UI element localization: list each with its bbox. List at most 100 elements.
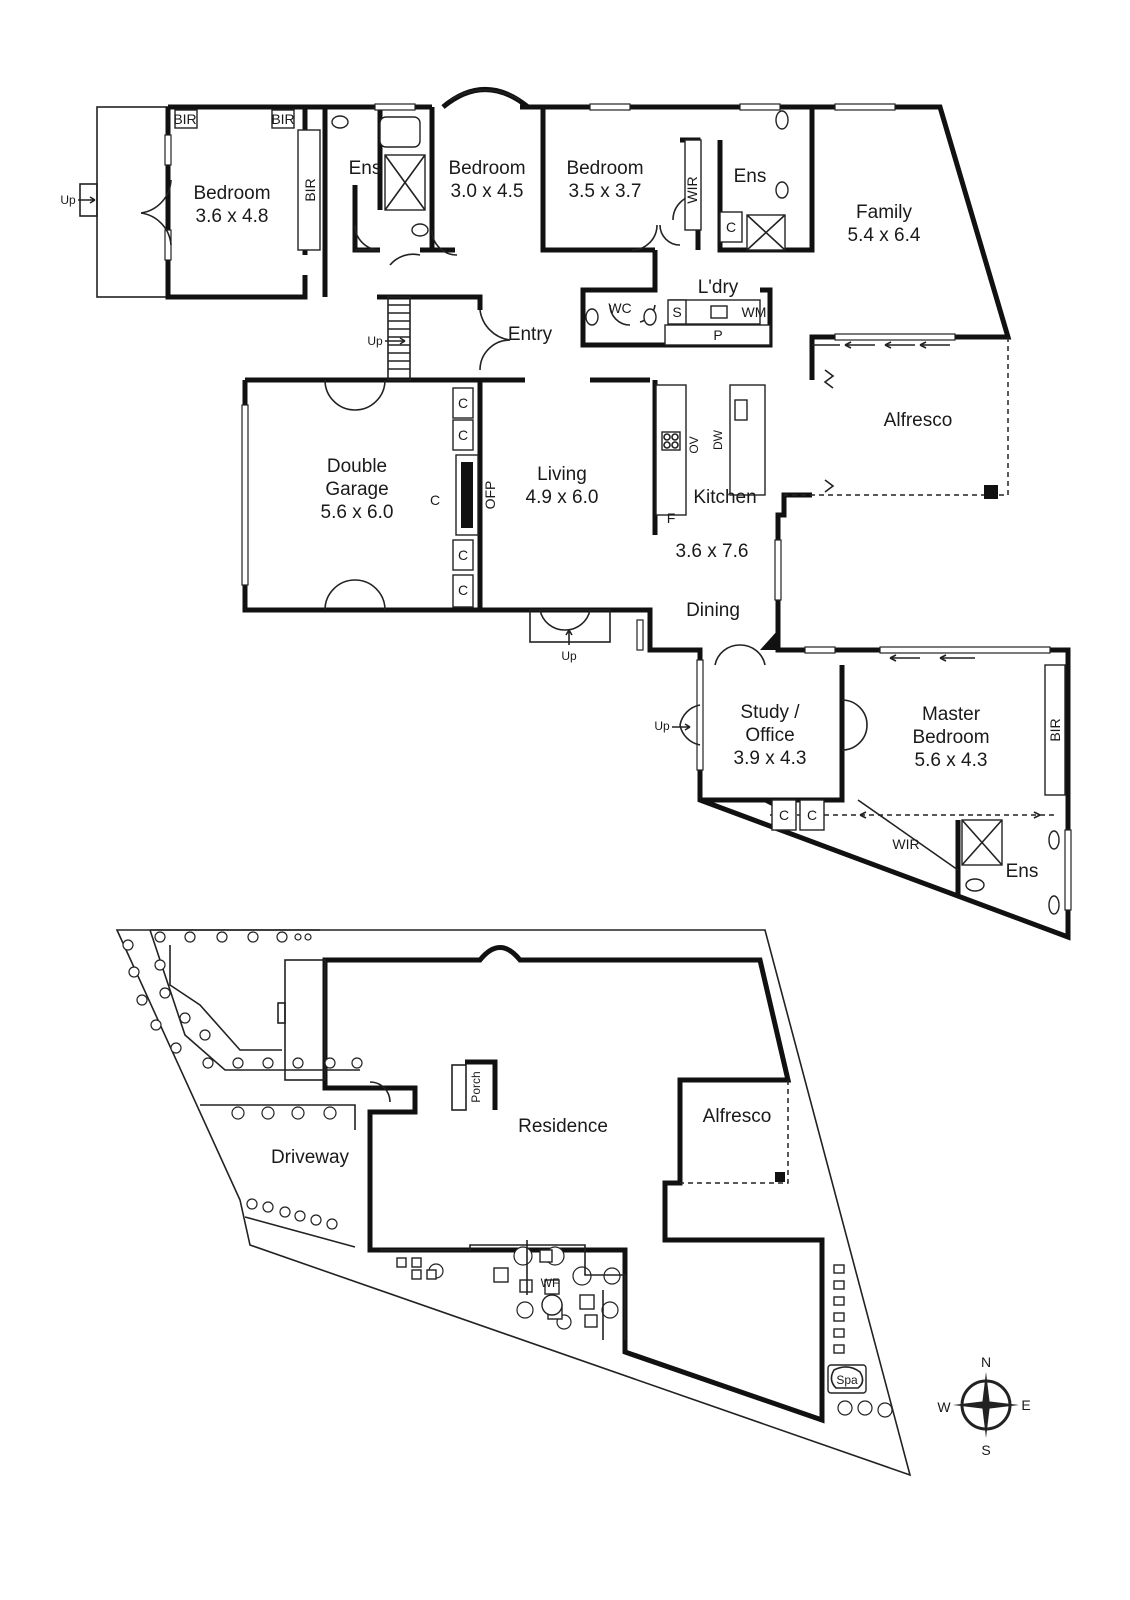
kitchen-walls xyxy=(480,377,658,535)
window xyxy=(164,134,172,166)
ens-label: Ens xyxy=(1006,861,1039,882)
fixtures xyxy=(174,109,1066,915)
up-label: Up xyxy=(654,719,670,733)
cupboard-label: C xyxy=(726,219,736,235)
room-size: 5.4 x 6.4 xyxy=(848,225,921,246)
cupboard-label: C xyxy=(458,395,468,411)
up-arrow xyxy=(565,629,573,645)
room-label: Bedroom xyxy=(448,158,525,179)
room-size: 3.0 x 4.5 xyxy=(451,181,524,202)
wf-label: WF xyxy=(541,1276,560,1290)
cupboard-label: C xyxy=(458,427,468,443)
room-label: Bedroom xyxy=(193,183,270,204)
compass: N S E W xyxy=(937,1354,1030,1458)
room-label: Double xyxy=(327,456,387,477)
garage-window xyxy=(241,404,249,586)
cupboard-label: C xyxy=(458,547,468,563)
garden-edge xyxy=(244,1216,356,1248)
trees xyxy=(122,931,893,1418)
dining-label: Dining xyxy=(686,600,740,621)
cupboard-label: C xyxy=(779,807,789,823)
bir-label: BIR xyxy=(271,111,294,127)
stepping-stones xyxy=(833,1264,845,1354)
room-size: 3.9 x 4.3 xyxy=(734,748,807,769)
window xyxy=(804,646,836,654)
spa-label: Spa xyxy=(836,1373,858,1387)
door-swings xyxy=(140,179,868,751)
side-structure xyxy=(284,959,326,1081)
site-alfresco-dash xyxy=(680,1080,789,1184)
ens-label: Ens xyxy=(734,166,767,187)
ens-label: Ens xyxy=(349,158,382,179)
window xyxy=(589,103,631,111)
compass-n: N xyxy=(981,1354,991,1370)
lot-boundary xyxy=(115,929,912,1477)
site-plan: Residence Driveway Alfresco Porch Spa WF xyxy=(115,929,912,1477)
compass-w: W xyxy=(937,1399,951,1415)
wc-label: WC xyxy=(608,300,631,316)
compass-needle xyxy=(953,1401,1019,1409)
porch-wall xyxy=(465,1059,498,1110)
room-label: Kitchen xyxy=(693,487,756,508)
window xyxy=(774,539,782,601)
room-label: Master xyxy=(922,704,981,725)
site-alfresco-label: Alfresco xyxy=(703,1106,772,1127)
garden-edge xyxy=(149,929,360,1130)
fridge-label: F xyxy=(667,510,676,526)
ov-label: OV xyxy=(687,436,701,453)
up-arrow xyxy=(78,196,96,204)
wir-label: WIR xyxy=(892,836,919,852)
up-arrow xyxy=(672,723,691,731)
wm-label: WM xyxy=(742,304,767,320)
room-label: Bedroom xyxy=(912,727,989,748)
up-label: Up xyxy=(60,193,76,207)
up-label: Up xyxy=(561,649,577,663)
wall-entry-top xyxy=(377,294,483,310)
pantry-label: P xyxy=(713,327,722,343)
bay-window-inner xyxy=(449,89,521,101)
room-label: Living xyxy=(537,464,587,485)
alfresco-dashed-outline xyxy=(784,337,1009,496)
post xyxy=(984,485,998,499)
room-size: 4.9 x 6.0 xyxy=(526,487,599,508)
residence-label: Residence xyxy=(518,1116,608,1137)
wir-label: WIR xyxy=(684,176,700,203)
porch-label: Porch xyxy=(469,1071,483,1102)
window xyxy=(696,659,704,771)
room-label: Bedroom xyxy=(566,158,643,179)
room-label: Family xyxy=(856,202,912,223)
sliding-arrows xyxy=(844,341,1041,819)
residence-footprint xyxy=(322,945,825,1424)
bir-label: BIR xyxy=(302,178,318,201)
floor-plan: Bedroom 3.6 x 4.8 Bedroom 3.0 x 4.5 Bedr… xyxy=(60,87,1072,941)
wall-corner xyxy=(760,630,778,650)
bir-label: BIR xyxy=(173,111,196,127)
window xyxy=(1064,829,1072,911)
compass-e: E xyxy=(1021,1397,1030,1413)
room-size: 3.5 x 3.7 xyxy=(569,181,642,202)
sink-label: S xyxy=(672,304,681,320)
entry-label: Entry xyxy=(508,324,553,345)
alfresco-label: Alfresco xyxy=(884,410,953,431)
up-label: Up xyxy=(367,334,383,348)
room-size: 5.6 x 6.0 xyxy=(321,502,394,523)
driveway-label: Driveway xyxy=(271,1147,350,1168)
room-label: Study / xyxy=(740,702,800,723)
cupboard-label: C xyxy=(807,807,817,823)
stairs xyxy=(387,296,611,643)
laundry-label: L'dry xyxy=(698,277,739,298)
window xyxy=(879,646,1051,654)
laundry-walls xyxy=(580,250,773,348)
spa xyxy=(827,1364,867,1394)
cupboard-label: C xyxy=(458,582,468,598)
study-walls xyxy=(700,665,845,803)
spa-basin xyxy=(830,1366,864,1389)
ofp-label: OFP xyxy=(482,481,498,510)
up-arrow xyxy=(385,337,406,345)
compass-s: S xyxy=(981,1442,990,1458)
window xyxy=(636,619,644,651)
room-size: 5.6 x 4.3 xyxy=(915,750,988,771)
site-door-swing xyxy=(369,1081,391,1103)
porch-steps xyxy=(451,1064,467,1111)
